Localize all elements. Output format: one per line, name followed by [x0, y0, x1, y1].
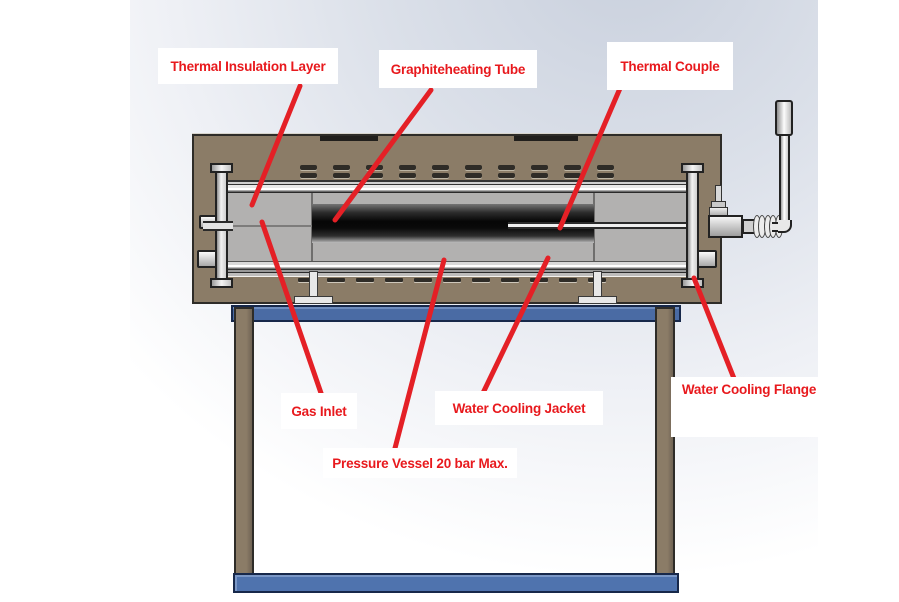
vessel-top-seam — [514, 136, 578, 141]
water-cooling-jacket-top — [221, 180, 692, 193]
right-flange-bottom-cap — [681, 278, 704, 288]
stand-leg-right — [655, 307, 675, 575]
vent-slot — [564, 173, 581, 178]
gas-inlet-pipe — [203, 221, 233, 231]
vessel-top-seam — [320, 136, 378, 141]
label-water-cooling-flange: Water Cooling Flange — [671, 377, 827, 437]
label-graphite-heating-tube: Graphiteheating Tube — [379, 50, 537, 88]
vent-slot-pair — [531, 165, 548, 179]
vent-dash — [414, 278, 432, 282]
vent-slot — [366, 165, 383, 170]
vent-slot-pair — [366, 165, 383, 179]
vent-slot-pair — [399, 165, 416, 179]
vent-dash — [530, 278, 548, 282]
i-beam-support — [593, 271, 602, 297]
bottom-vent-slots — [298, 278, 628, 284]
vent-slot-pair — [300, 165, 317, 179]
vent-slot — [498, 173, 515, 178]
left-flange-bottom-cap — [210, 278, 233, 288]
vent-slot — [432, 173, 449, 178]
stand-top-beam — [231, 305, 681, 322]
vent-slot — [333, 165, 350, 170]
vent-slot — [531, 165, 548, 170]
label-thermal-insulation-layer: Thermal Insulation Layer — [158, 48, 338, 84]
thermocouple-feedthrough-block — [708, 215, 743, 238]
vent-dash — [472, 278, 490, 282]
vent-dash — [327, 278, 345, 282]
vent-dash — [559, 278, 577, 282]
vent-slot — [366, 173, 383, 178]
vent-slot-pair — [333, 165, 350, 179]
vent-slot — [399, 173, 416, 178]
handle-horizontal-rod — [772, 222, 782, 232]
vent-slot — [399, 165, 416, 170]
handle-grip — [775, 100, 793, 136]
vent-slot — [531, 173, 548, 178]
vent-dash — [501, 278, 519, 282]
vent-slot — [432, 165, 449, 170]
vent-dash — [385, 278, 403, 282]
thermocouple-rod — [508, 222, 688, 229]
vent-dash — [443, 278, 461, 282]
vent-slot — [465, 165, 482, 170]
vent-slot-pair — [564, 165, 581, 179]
label-gas-inlet: Gas Inlet — [281, 393, 357, 429]
label-pressure-vessel: Pressure Vessel 20 bar Max. — [323, 448, 517, 478]
jacket-under-strip — [221, 273, 692, 277]
left-flange-bolt — [197, 250, 217, 268]
vent-slot-pair — [432, 165, 449, 179]
top-vent-slots — [300, 165, 640, 179]
vent-slot — [597, 173, 614, 178]
vent-slot-pair — [597, 165, 614, 179]
vent-slot — [333, 173, 350, 178]
vent-slot — [498, 165, 515, 170]
vent-slot — [465, 173, 482, 178]
right-flange-bolt — [697, 250, 717, 268]
i-beam-support — [578, 296, 617, 304]
i-beam-support — [294, 296, 333, 304]
vent-slot — [300, 165, 317, 170]
i-beam-support — [309, 271, 318, 297]
vent-slot-pair — [498, 165, 515, 179]
stand-base-bar — [233, 573, 679, 593]
vent-slot — [300, 173, 317, 178]
handle-elbow — [778, 220, 792, 233]
insulation-seam — [228, 225, 312, 227]
vent-slot-pair — [465, 165, 482, 179]
label-water-cooling-jacket: Water Cooling Jacket — [435, 391, 603, 425]
vent-slot — [564, 165, 581, 170]
vent-slot — [597, 165, 614, 170]
water-cooling-jacket-bottom — [221, 261, 692, 273]
vent-dash — [356, 278, 374, 282]
stand-leg-left — [234, 307, 254, 575]
label-thermal-couple: Thermal Couple — [607, 42, 733, 90]
handle-vertical-rod — [779, 133, 790, 225]
